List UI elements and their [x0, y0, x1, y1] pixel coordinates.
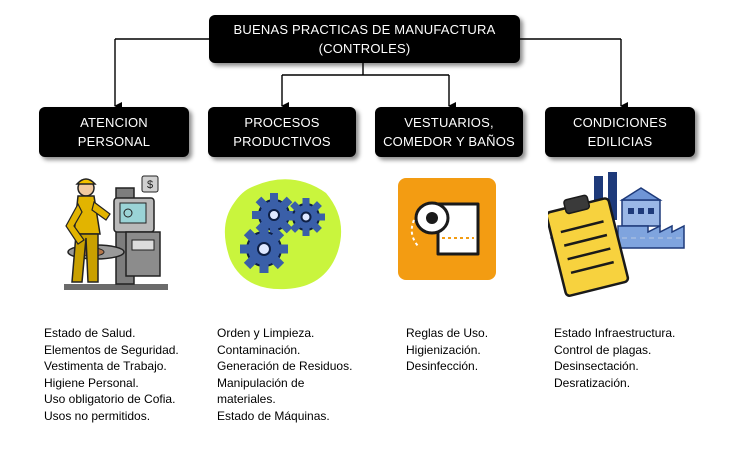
- worker-icon: $: [64, 175, 168, 290]
- svg-text:$: $: [147, 179, 153, 191]
- list-item: Estado Infraestructura.: [554, 326, 676, 340]
- list-item: Desratización.: [554, 375, 631, 390]
- list-procesos-productivos: Orden y Limpieza. Contaminación. Generac…: [217, 325, 352, 424]
- list-item: Reglas de Uso.: [406, 326, 489, 340]
- paper-towel-icon: [398, 178, 496, 280]
- category-label-line1: CONDICIONES: [573, 115, 667, 130]
- category-label-line2: COMEDOR Y BAÑOS: [383, 134, 515, 149]
- category-label-line1: VESTUARIOS,: [404, 115, 494, 130]
- factory-clipboard-icon: [548, 172, 685, 297]
- list-item: Uso obligatorio de Cofia.: [44, 392, 176, 406]
- list-item: Higiene Personal.: [44, 375, 139, 390]
- root-title-line1: BUENAS PRACTICAS DE MANUFACTURA: [233, 22, 496, 37]
- root-title-line2: (CONTROLES): [318, 41, 411, 56]
- gears-icon: [224, 179, 342, 290]
- list-item: Higienización.: [406, 342, 481, 357]
- list-item: Desinsectación.: [554, 359, 639, 373]
- root-box: BUENAS PRACTICAS DE MANUFACTURA (CONTROL…: [209, 15, 520, 63]
- list-item: Control de plagas.: [554, 342, 652, 357]
- list-item: Usos no permitidos.: [44, 408, 151, 423]
- list-condiciones-edilicias: Estado Infraestructura. Control de plaga…: [554, 325, 675, 391]
- category-label-line1: PROCESOS: [244, 115, 320, 130]
- list-item: Elementos de Seguridad.: [44, 342, 179, 357]
- category-label-line2: PRODUCTIVOS: [233, 134, 331, 149]
- list-item: Vestimenta de Trabajo.: [44, 359, 167, 373]
- category-label-line2: PERSONAL: [77, 134, 151, 149]
- list-vestuarios: Reglas de Uso. Higienización. Desinfecci…: [406, 325, 488, 375]
- category-box-vestuarios: VESTUARIOS, COMEDOR Y BAÑOS: [375, 107, 523, 157]
- list-item: Contaminación.: [217, 342, 301, 357]
- category-box-procesos-productivos: PROCESOS PRODUCTIVOS: [208, 107, 356, 157]
- category-label-line2: EDILICIAS: [587, 134, 653, 149]
- category-box-condiciones-edilicias: CONDICIONES EDILICIAS: [545, 107, 695, 157]
- category-box-atencion-personal: ATENCION PERSONAL: [39, 107, 189, 157]
- list-item: Desinfección.: [406, 359, 479, 373]
- category-label-line1: ATENCION: [80, 115, 148, 130]
- list-item: Manipulación de: [217, 375, 305, 390]
- list-item: Estado de Máquinas.: [217, 408, 330, 423]
- list-item: Generación de Residuos.: [217, 359, 353, 373]
- list-item: Orden y Limpieza.: [217, 326, 315, 340]
- list-item: materiales.: [217, 392, 276, 406]
- list-item: Estado de Salud.: [44, 326, 136, 340]
- list-atencion-personal: Estado de Salud. Elementos de Seguridad.…: [44, 325, 179, 424]
